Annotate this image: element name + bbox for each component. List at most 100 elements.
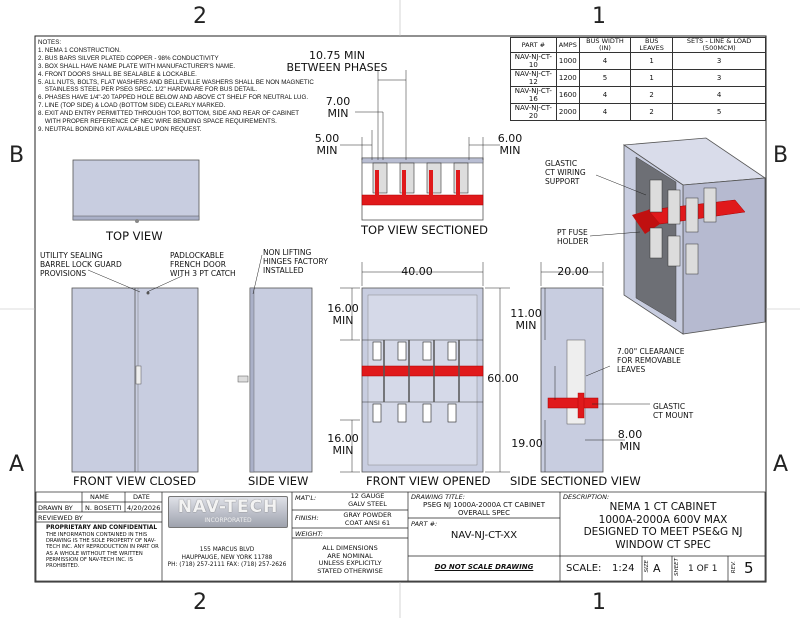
top-view-drawing (72, 159, 200, 223)
isometric-view-drawing (589, 137, 767, 335)
cell: 5 (672, 103, 766, 121)
callout-glastic-support: GLASTIC CT WIRING SUPPORT (545, 159, 586, 186)
zone-marker-a-right: A (773, 452, 789, 477)
tb-dimensions-note: ALL DIMENSIONS ARE NOMINAL UNLESS EXPLIC… (317, 544, 383, 575)
tb-proprietary-text: THE INFORMATION CONTAINED IN THIS DRAWIN… (46, 532, 159, 570)
zone-marker-1-bottom: 1 (592, 590, 606, 615)
front-view-opened-drawing (340, 262, 510, 473)
tb-drawn-name: N. BOSETTI (85, 504, 122, 512)
dim-8-min: 8.00 MIN (617, 428, 643, 453)
dim-5-min: 5.00 MIN (314, 132, 340, 157)
dim-top-16-min: 16.00 MIN (327, 302, 359, 327)
tb-part-label: PART #: (411, 520, 438, 528)
header-sets: SETS - LINE & LOAD (500MCM) (672, 37, 766, 53)
notes-block: NOTES: 1. NEMA 1 CONSTRUCTION. 2. BUS BA… (38, 39, 328, 134)
parts-table: PART # AMPS BUS WIDTH (IN) BUS LEAVES SE… (510, 37, 766, 121)
zone-marker-b-right: B (773, 143, 789, 168)
dim-width: 40.00 (401, 265, 433, 278)
cell: 1600 (555, 86, 580, 104)
note-line: 3. BOX SHALL HAVE NAME PLATE WITH MANUFA… (38, 62, 236, 70)
label-front-view-closed: FRONT VIEW CLOSED (73, 474, 196, 488)
cell: 4 (578, 86, 632, 104)
dim-6-min: 6.00 MIN (497, 132, 523, 157)
cell: 1200 (555, 69, 580, 87)
tb-matl-value: 12 GAUGE GALV STEEL (348, 492, 387, 508)
note-line: STAINLESS STEEL PER PSEG SPEC. 1/2" HARD… (38, 86, 258, 94)
tb-drawn-by-label: DRAWN BY (38, 504, 73, 512)
tb-do-not-scale: DO NOT SCALE DRAWING (434, 563, 534, 571)
side-sectioned-view-drawing (540, 262, 650, 473)
tb-proprietary-title: PROPRIETARY AND CONFIDENTIAL (46, 525, 158, 531)
callout-hinges: NON LIFTING HINGES FACTORY INSTALLED (263, 248, 328, 275)
cell: 2 (630, 86, 674, 104)
cell: 2 (630, 103, 674, 121)
callout-padlockable: PADLOCKABLE FRENCH DOOR WITH 3 PT CATCH (170, 251, 236, 278)
tb-finish-label: FINISH: (295, 514, 319, 522)
note-line: 2. BUS BARS SILVER PLATED COPPER - 98% C… (38, 54, 219, 62)
tb-description-label: DESCRIPTION: (563, 493, 610, 501)
label-side-view: SIDE VIEW (248, 474, 309, 488)
side-view-drawing (237, 254, 313, 473)
cell: 5 (578, 69, 632, 87)
dim-between-phases: 10.75 MIN BETWEEN PHASES (286, 49, 388, 74)
cell: 4 (578, 52, 632, 70)
tb-scale-value: 1:24 (612, 563, 635, 574)
note-line: WITH PROPER REFERENCE OF NEC WIRE BENDIN… (38, 118, 277, 126)
front-view-closed-drawing (71, 269, 199, 473)
tb-rev-value: 5 (744, 559, 754, 577)
cell: NAV-NJ-CT-12 (510, 69, 557, 87)
cell: NAV-NJ-CT-16 (510, 86, 557, 104)
note-line: 6. PHASES HAVE 1/4"-20 TAPPED HOLE BELOW… (38, 94, 309, 102)
tb-drawing-title-label: DRAWING TITLE: (411, 493, 465, 501)
cell: 4 (578, 103, 632, 121)
company-logo: NAV-TECH INCORPORATED (168, 496, 288, 528)
tb-part-value: NAV-NJ-CT-XX (450, 530, 518, 541)
phone-line: PH: (718) 257-2111 FAX: (718) 257-2626 (167, 562, 287, 568)
tb-reviewed-by-label: REVIEWED BY (38, 514, 83, 522)
note-line: 4. FRONT DOORS SHALL BE SEALABLE & LOCKA… (38, 70, 197, 78)
callout-clearance: 7.00" CLEARANCE FOR REMOVABLE LEAVES (617, 347, 685, 374)
zone-marker-2-bottom: 2 (193, 590, 207, 615)
parts-table-header: PART # AMPS BUS WIDTH (IN) BUS LEAVES SE… (510, 37, 766, 53)
tb-description: NEMA 1 CT CABINET 1000A-2000A 600V MAX D… (583, 501, 743, 551)
cell: NAV-NJ-CT-20 (510, 103, 557, 121)
dim-depth: 20.00 (557, 265, 589, 278)
label-front-view-opened: FRONT VIEW OPENED (366, 474, 491, 488)
tb-drawn-date: 4/20/2026 (127, 504, 161, 512)
header-amps: AMPS (555, 37, 580, 53)
header-bus-width: BUS WIDTH (IN) (578, 37, 632, 53)
cell: 1000 (555, 52, 580, 70)
tb-sheet-value: 1 OF 1 (688, 564, 718, 574)
note-line: 9. NEUTRAL BONDING KIT AVAILABLE UPON RE… (38, 125, 202, 133)
dim-7-min: 7.00 MIN (325, 95, 351, 120)
tb-finish-value: GRAY POWDER COAT ANSI 61 (343, 511, 392, 527)
address-line-1: 155 MARCUS BLVD (199, 547, 255, 553)
note-line: 7. LINE (TOP SIDE) & LOAD (BOTTOM SIDE) … (38, 102, 226, 110)
callout-glastic-ct-mount: GLASTIC CT MOUNT (653, 402, 694, 420)
tb-matl-label: MAT'L: (295, 494, 317, 502)
cell: 2000 (555, 103, 580, 121)
tb-size-value: A (653, 562, 661, 575)
zone-marker-1-top: 1 (592, 4, 606, 29)
zone-marker-a-left: A (9, 452, 25, 477)
cell: 3 (672, 69, 766, 87)
note-line: 1. NEMA 1 CONSTRUCTION. (38, 46, 121, 54)
zone-marker-b-left: B (9, 143, 25, 168)
tb-size-label: SIZE (644, 560, 650, 573)
tb-weight-label: WEIGHT: (295, 530, 323, 538)
dim-11-min: 11.00 MIN (510, 307, 542, 332)
tb-date-header: DATE (133, 493, 150, 501)
title-block-frame (35, 491, 766, 582)
zone-marker-2-top: 2 (193, 4, 207, 29)
header-part: PART # (510, 37, 557, 53)
tb-drawing-title: PSEG NJ 1000A-2000A CT CABINET OVERALL S… (423, 501, 545, 517)
cell: NAV-NJ-CT-10 (510, 52, 557, 70)
logo-sub-text: INCORPORATED (204, 517, 252, 524)
label-side-sectioned-view: SIDE SECTIONED VIEW (510, 474, 641, 488)
company-address: 155 MARCUS BLVD HAUPPAUGE, NEW YORK 1178… (162, 547, 292, 570)
dim-19: 19.00 (511, 437, 543, 450)
